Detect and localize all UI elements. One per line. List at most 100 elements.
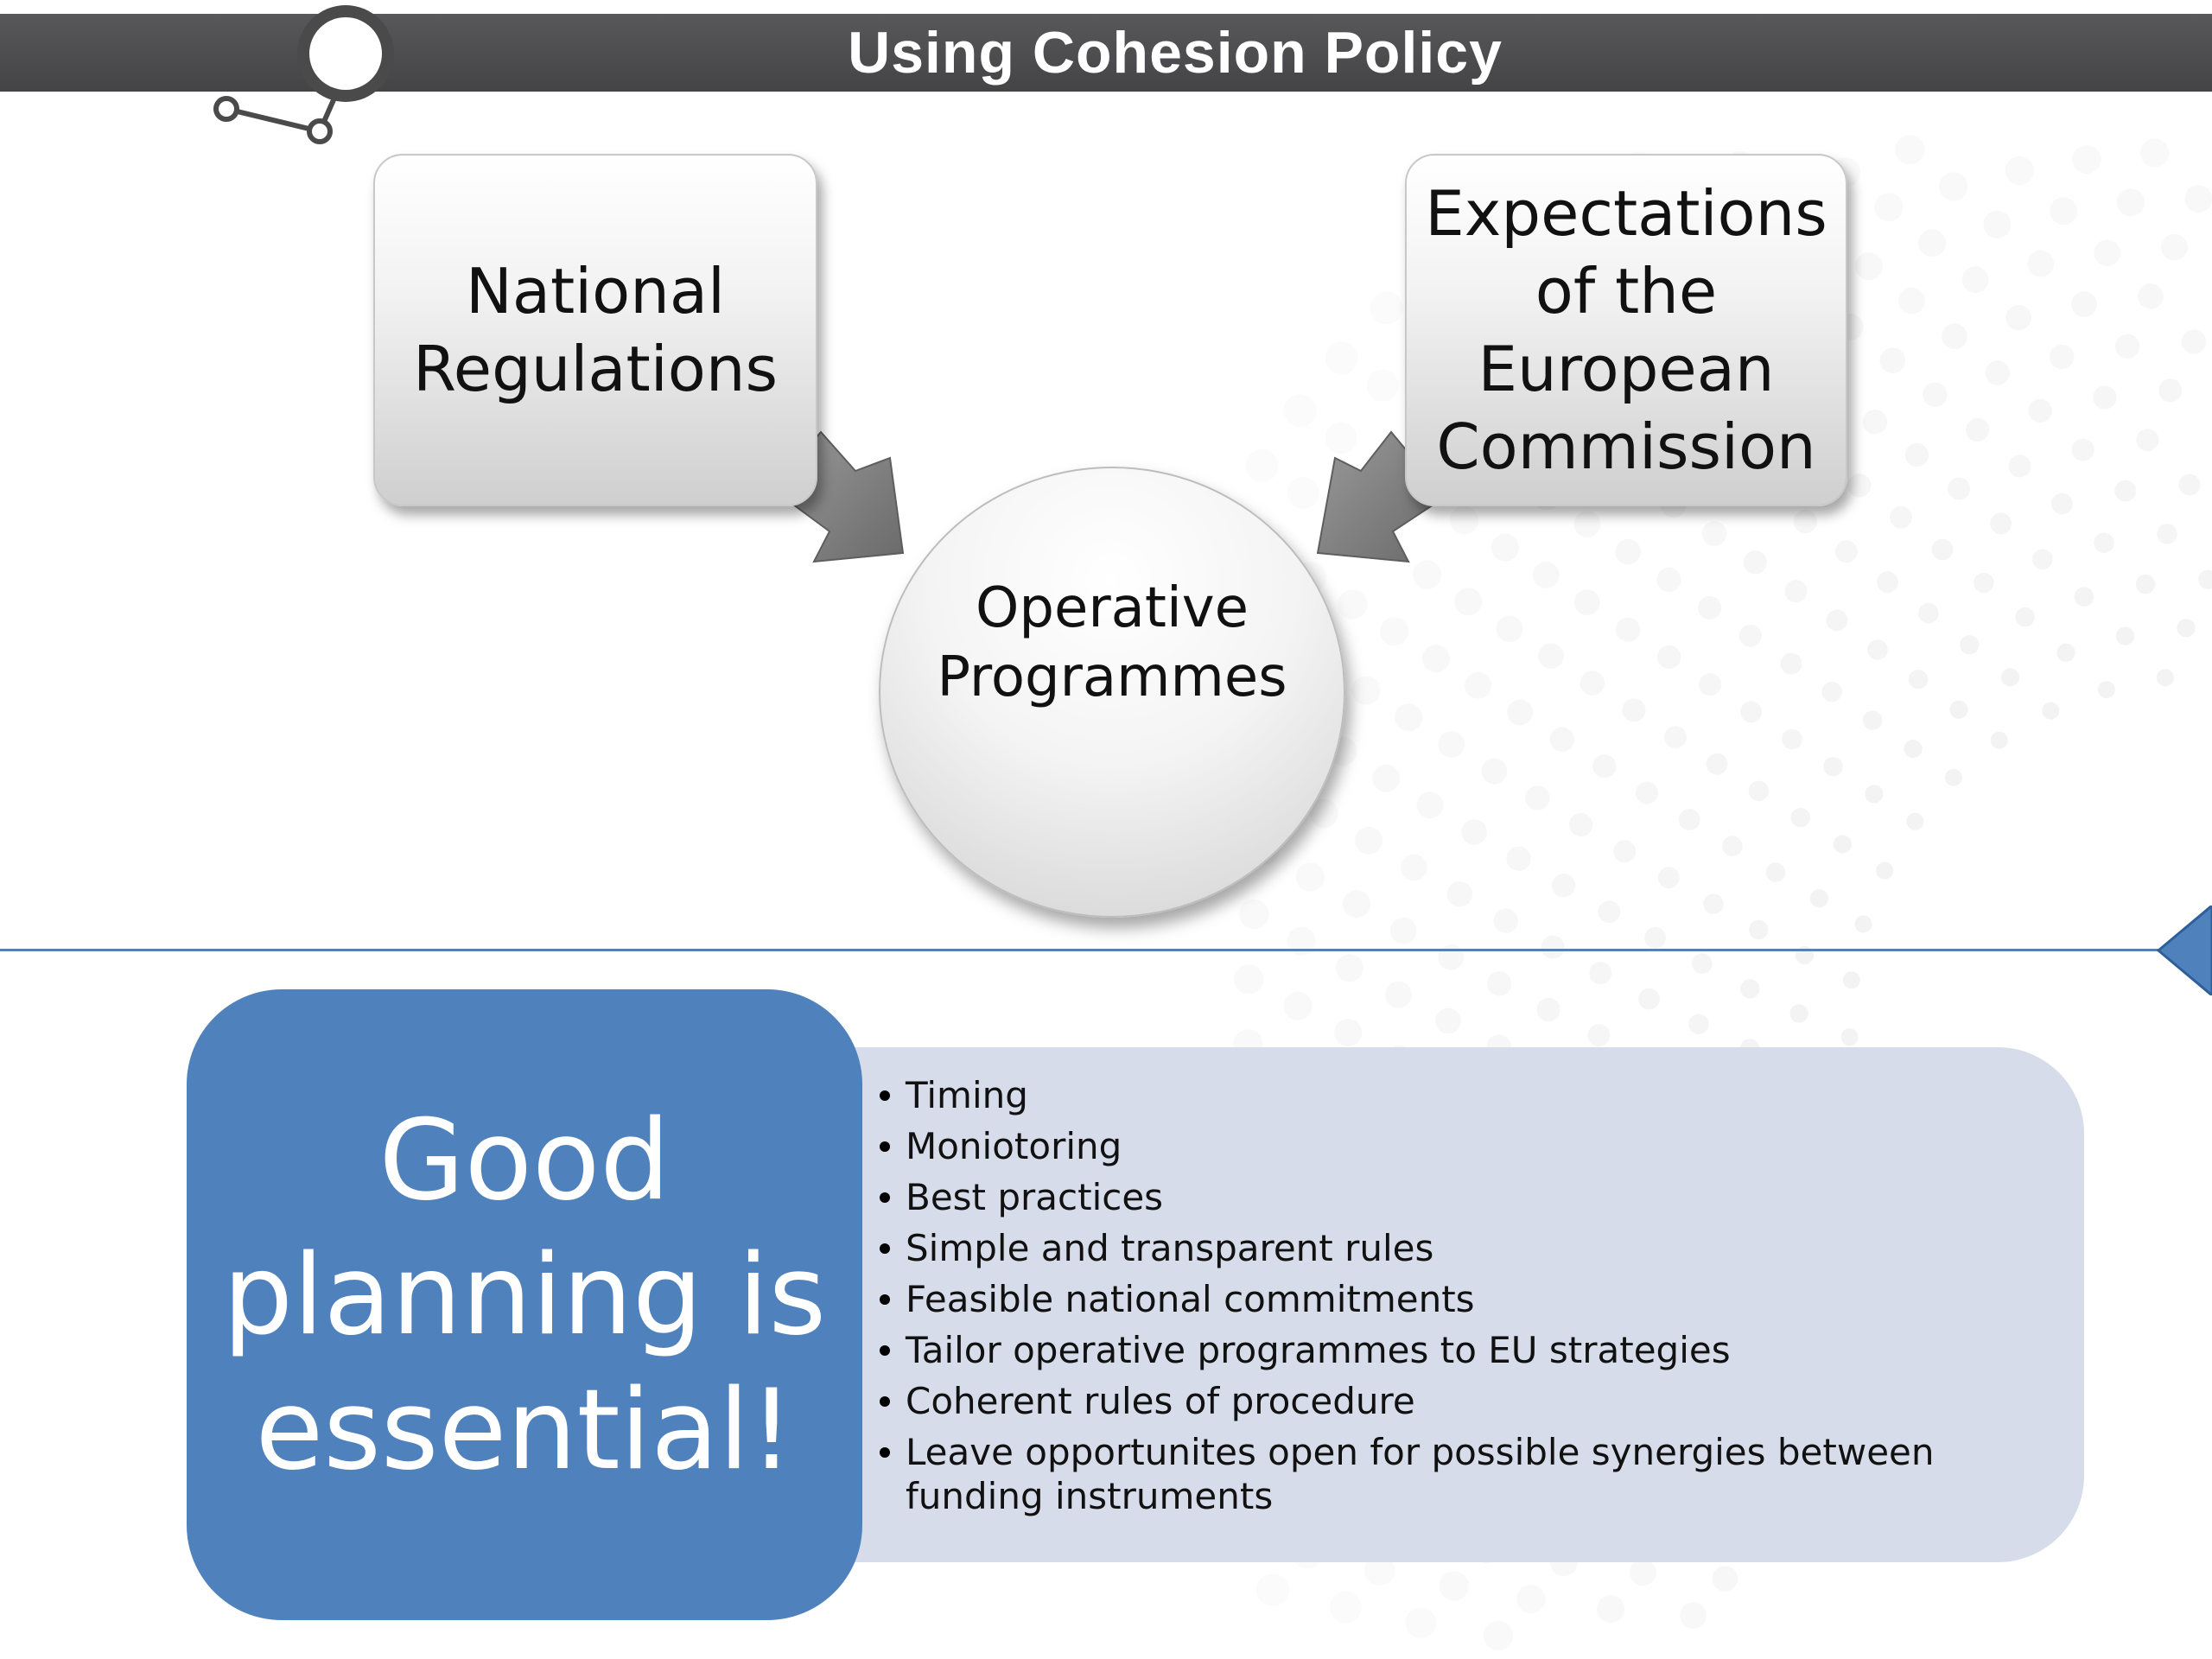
background-dot (2157, 524, 2177, 544)
background-dot (1784, 580, 1808, 603)
background-dot (1961, 266, 1989, 294)
background-dot (1525, 785, 1550, 810)
background-dot (1948, 477, 1971, 500)
background-dot (1395, 703, 1423, 732)
list-item: Timing (880, 1073, 2037, 1117)
background-dot (2136, 429, 2159, 452)
background-dot (1405, 1607, 1437, 1638)
background-dot (1481, 758, 1508, 785)
background-dot (2198, 569, 2212, 589)
background-dot (1692, 953, 1713, 974)
background-dot (1738, 624, 1762, 647)
background-dot (1990, 512, 2012, 535)
background-dot (1688, 1014, 1709, 1034)
background-dot (1552, 874, 1576, 898)
background-dot (2072, 144, 2101, 174)
background-dot (1439, 1571, 1470, 1601)
background-dot (1983, 210, 2012, 238)
background-dot (1283, 991, 1313, 1020)
background-dot (1782, 728, 1802, 750)
background-dot (1401, 854, 1427, 881)
background-dot (2027, 250, 2055, 277)
background-dot (1749, 919, 1769, 940)
background-dot (2008, 454, 2031, 478)
background-dot (2051, 493, 2073, 515)
background-dot (2005, 304, 2031, 331)
background-dot (2138, 283, 2164, 309)
background-dot (1336, 954, 1363, 982)
background-dot (1990, 731, 2008, 749)
background-dot (1287, 477, 1319, 509)
background-dot (2074, 587, 2094, 607)
background-dot (1918, 229, 1947, 257)
background-dot (1867, 639, 1888, 660)
network-node-logo-icon (213, 5, 394, 144)
background-dot (1615, 538, 1641, 565)
background-dot (2177, 619, 2196, 638)
background-dot (2094, 239, 2121, 266)
background-dot (1985, 360, 2010, 385)
background-dot (1793, 509, 1817, 534)
background-dot (1496, 615, 1523, 643)
background-dot (1592, 754, 1617, 779)
background-dot (1325, 341, 1358, 375)
background-dot (2028, 398, 2052, 423)
background-dot (1412, 560, 1442, 589)
background-dot (1295, 862, 1325, 892)
background-dot (1904, 740, 1923, 759)
background-dot (1389, 917, 1417, 944)
background-dot (1701, 521, 1727, 546)
background-dot (1974, 572, 1994, 594)
background-dot (1895, 135, 1925, 165)
good-planning-callout: Good planning is essential! (187, 989, 862, 1620)
background-dot (1703, 893, 1724, 914)
background-dot (1906, 812, 1924, 830)
background-dot (1931, 538, 1954, 561)
background-dot (1309, 798, 1338, 829)
national-regulations-label: National Regulations (413, 255, 778, 405)
background-dot (1740, 701, 1762, 723)
background-dot (1644, 926, 1667, 949)
list-item: Best practices (880, 1175, 2037, 1219)
background-dot (1664, 726, 1687, 749)
good-planning-text: Good planning is essential! (222, 1096, 827, 1495)
background-dot (2015, 607, 2035, 627)
expectations-label: Expectations of the European Commission (1425, 177, 1827, 483)
background-dot (1949, 700, 1968, 719)
background-dot (1330, 1591, 1362, 1624)
background-dot (1918, 602, 1939, 624)
background-dot (1877, 571, 1898, 594)
background-dot (1541, 935, 1565, 959)
background-dot (2094, 532, 2114, 554)
background-dot (1765, 862, 1786, 882)
background-dot (1239, 899, 1269, 930)
background-dot (1574, 589, 1600, 615)
section-divider (0, 949, 2167, 951)
background-dot (1483, 1620, 1514, 1651)
background-dot (1351, 676, 1381, 705)
list-item: Tailor operative programmes to EU strate… (880, 1328, 2037, 1372)
background-dot (2056, 643, 2075, 662)
background-dot (1422, 645, 1450, 673)
background-dot (1862, 410, 1888, 435)
background-dot (1366, 369, 1399, 402)
national-regulations-box: National Regulations (373, 154, 817, 506)
background-dot (1712, 1566, 1738, 1592)
background-dot (1334, 1018, 1363, 1046)
background-dot (1532, 562, 1560, 588)
background-dot (1616, 617, 1641, 642)
background-dot (1879, 347, 1906, 374)
background-dot (2135, 574, 2156, 594)
background-dot (1446, 881, 1473, 907)
background-dot (2116, 188, 2145, 217)
background-dot (1516, 1585, 1546, 1614)
background-dot (1823, 757, 1843, 777)
background-dot (2032, 549, 2053, 570)
background-dot (1854, 915, 1872, 933)
background-dot (1678, 809, 1700, 830)
background-dot (2178, 474, 2201, 496)
background-dot (1722, 836, 1743, 856)
list-item: Leave opportunites open for possible syn… (880, 1430, 2037, 1518)
background-dot (1656, 567, 1681, 593)
background-dot (1256, 1573, 1290, 1606)
